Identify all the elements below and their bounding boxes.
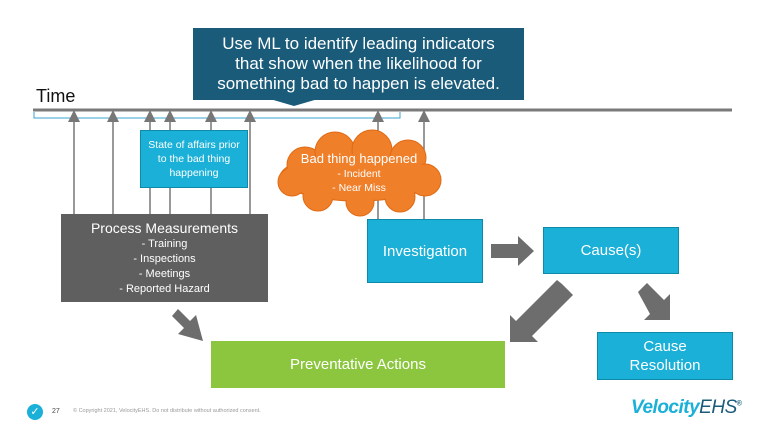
callout-line: Use ML to identify leading indicators [222, 34, 495, 53]
callout-pointer [270, 99, 318, 106]
arrow-causes-to-resolution [638, 283, 670, 320]
cause-resolution-box: Cause Resolution [597, 332, 733, 380]
copyright-text: © Copyright 2021, VelocityEHS. Do not di… [73, 408, 261, 414]
process-title: Process Measurements [90, 220, 239, 236]
cloud-item-incident: - Incident [337, 168, 381, 180]
arrow-causes-to-preventative [510, 280, 573, 342]
cloud-fill-cover [282, 154, 434, 200]
page-number: 27 [52, 408, 60, 415]
state-of-affairs-box: State of affairs prior to the bad thing … [140, 130, 248, 188]
callout-line: that show when the likelihood for [235, 54, 482, 73]
brand-secondary: EHS [699, 397, 737, 418]
checkmark-icon: ✓ [27, 404, 43, 420]
state-line: to the bad thing [157, 153, 231, 165]
process-measurements-box: Process Measurements - Training - Inspec… [61, 214, 268, 302]
ml-callout: Use ML to identify leading indicators th… [193, 28, 524, 100]
brand-mark: ® [736, 400, 742, 408]
investigation-box: Investigation [367, 219, 483, 283]
cloud-item-near-miss: - Near Miss [332, 182, 386, 194]
preventative-actions-box: Preventative Actions [211, 341, 505, 388]
cause-resolution-line: Resolution [629, 357, 701, 374]
cloud-text: Bad thing happened - Incident - Near Mis… [283, 150, 435, 195]
velocityehs-logo: VelocityEHS® [631, 397, 742, 419]
state-line: happening [169, 167, 219, 179]
arrow-process-to-preventative [172, 309, 203, 341]
cloud-title: Bad thing happened [300, 151, 418, 166]
cause-resolution-line: Cause [643, 338, 687, 355]
brand-primary: Velocity [631, 397, 700, 418]
process-item-reported-hazard: - Reported Hazard [119, 283, 210, 295]
process-item-training: - Training [141, 238, 188, 250]
state-line: State of affairs prior [148, 139, 240, 151]
callout-line: something bad to happen is elevated. [217, 74, 500, 93]
time-label: Time [36, 86, 76, 106]
process-item-inspections: - Inspections [133, 253, 196, 265]
timeline-bracket [33, 112, 401, 119]
process-item-meetings: - Meetings [138, 268, 191, 280]
causes-box: Cause(s) [543, 227, 679, 274]
arrow-investigation-to-causes [491, 236, 534, 266]
